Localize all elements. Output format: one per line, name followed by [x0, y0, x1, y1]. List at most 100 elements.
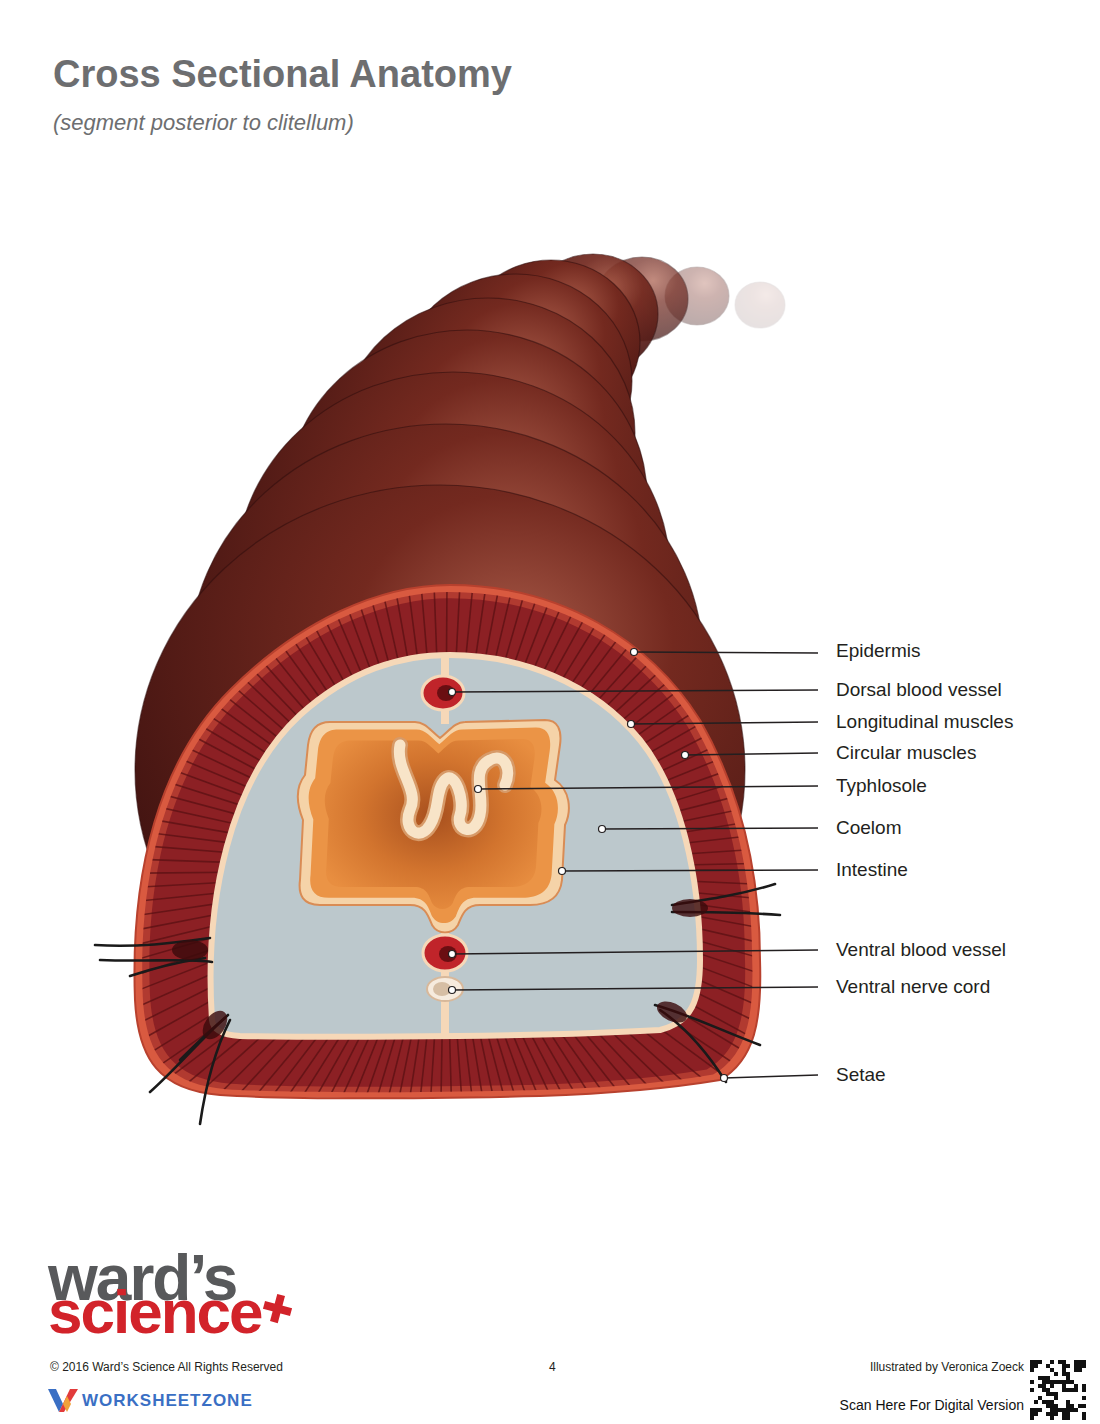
qr-cell [1062, 1388, 1066, 1392]
qr-cell [1054, 1404, 1058, 1408]
page-title: Cross Sectional Anatomy [53, 54, 512, 96]
longitudinal-muscle-layer [149, 598, 745, 1087]
qr-cell [1046, 1388, 1050, 1392]
qr-cell [1054, 1372, 1058, 1376]
qr-cell [1046, 1380, 1050, 1384]
dorsal-vessel-lumen [437, 685, 455, 701]
qr-cell [1054, 1412, 1058, 1416]
qr-cell [1074, 1364, 1078, 1368]
qr-cell [1062, 1372, 1066, 1376]
body-segment [735, 282, 785, 328]
qr-cell [1030, 1416, 1034, 1420]
qr-cell [1030, 1412, 1034, 1416]
qr-cell [1050, 1392, 1054, 1396]
qr-cell [1034, 1400, 1038, 1404]
part-label: Intestine [836, 860, 908, 881]
qr-cell [1038, 1408, 1042, 1412]
qr-cell [1046, 1376, 1050, 1380]
qr-cell [1082, 1416, 1086, 1420]
qr-cell [1078, 1404, 1082, 1408]
qr-cell [1074, 1384, 1078, 1388]
qr-cell [1050, 1400, 1054, 1404]
qr-cell [1082, 1388, 1086, 1392]
qr-cell [1070, 1380, 1074, 1384]
qr-cell [1070, 1388, 1074, 1392]
qr-cell [1050, 1416, 1054, 1420]
qr-cell [1050, 1404, 1054, 1408]
part-label: Circular muscles [836, 743, 976, 764]
setae-sheaths [172, 899, 708, 1044]
qr-ground [1028, 1358, 1088, 1422]
qr-cell [1066, 1388, 1070, 1392]
part-label: Coelom [836, 818, 901, 839]
scan-note: Scan Here For Digital Version [840, 1398, 1024, 1413]
qr-cell [1042, 1388, 1046, 1392]
qr-cell [1066, 1412, 1070, 1416]
qr-code [1028, 1358, 1088, 1422]
qr-cell [1054, 1392, 1058, 1396]
qr-cell [1042, 1376, 1046, 1380]
qr-cell [1030, 1364, 1034, 1368]
qr-cell [1034, 1364, 1038, 1368]
qr-cell [1066, 1372, 1070, 1376]
qr-cell [1082, 1404, 1086, 1408]
qr-cell [1066, 1404, 1070, 1408]
circular-muscle-layer [142, 592, 752, 1092]
qr-cell [1054, 1408, 1058, 1412]
qr-cell [1082, 1412, 1086, 1416]
part-label: Longitudinal muscles [836, 712, 1013, 733]
worksheetzone-icon [48, 1389, 78, 1412]
qr-cell [1078, 1364, 1082, 1368]
qr-cell [1050, 1412, 1054, 1416]
qr-cell [1058, 1380, 1062, 1384]
qr-cell [1034, 1412, 1038, 1416]
qr-cell [1034, 1360, 1038, 1364]
qr-cell [1046, 1392, 1050, 1396]
intestine-layer [309, 728, 558, 924]
qr-cell [1062, 1384, 1066, 1388]
part-label: Typhlosole [836, 776, 927, 797]
qr-cell [1066, 1400, 1070, 1404]
qr-cell [1078, 1368, 1082, 1372]
qr-cell [1046, 1400, 1050, 1404]
qr-cell [1050, 1380, 1054, 1384]
intestine-lumen [325, 739, 542, 909]
qr-cell [1054, 1396, 1058, 1400]
qr-cell [1058, 1408, 1062, 1412]
copyright-note: © 2016 Ward’s Science All Rights Reserve… [50, 1361, 283, 1374]
qr-cell [1062, 1364, 1066, 1368]
qr-cell [1042, 1380, 1046, 1384]
qr-cell [1062, 1380, 1066, 1384]
coelom-cavity [211, 655, 700, 1037]
qr-cell [1074, 1388, 1078, 1392]
qr-cell [1058, 1360, 1062, 1364]
qr-cell [1066, 1364, 1070, 1368]
qr-cell [1038, 1376, 1042, 1380]
leader-lines [452, 652, 818, 1078]
qr-cell [1038, 1396, 1042, 1400]
qr-cell [1062, 1412, 1066, 1416]
qr-cell [1050, 1408, 1054, 1412]
page-number: 4 [549, 1361, 556, 1374]
leader-dots [449, 649, 728, 1082]
ventral-vessel-lumen [439, 946, 457, 962]
qr-cell [1062, 1360, 1066, 1364]
qr-cell [1062, 1408, 1066, 1412]
qr-cell [1070, 1408, 1074, 1412]
qr-cell [1078, 1360, 1082, 1364]
part-label: Dorsal blood vessel [836, 680, 1002, 701]
nerve-cord [427, 977, 463, 1001]
qr-cell [1038, 1384, 1042, 1388]
qr-cell [1046, 1412, 1050, 1416]
part-label: Ventral nerve cord [836, 977, 990, 998]
qr-cell [1034, 1408, 1038, 1412]
qr-cell [1030, 1408, 1034, 1412]
qr-cell [1066, 1380, 1070, 1384]
qr-cell [1030, 1360, 1034, 1364]
qr-cell [1046, 1404, 1050, 1408]
qr-cell [1074, 1360, 1078, 1364]
qr-cell [1074, 1408, 1078, 1412]
qr-cell [1062, 1416, 1066, 1420]
qr-cell [1050, 1360, 1054, 1364]
qr-cell [1038, 1360, 1042, 1364]
